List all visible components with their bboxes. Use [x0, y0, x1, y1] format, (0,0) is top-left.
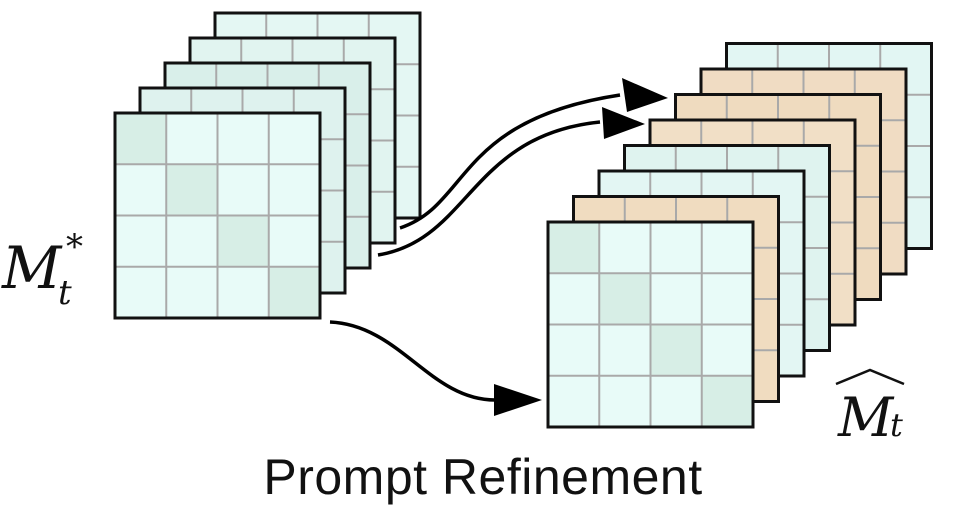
matrix-cell — [701, 324, 753, 376]
matrix-cell — [599, 222, 651, 274]
source-label-sub: t — [58, 273, 72, 313]
target-label-sub: t — [890, 406, 903, 444]
matrix-cell — [217, 215, 269, 267]
matrix-cell — [650, 222, 702, 274]
matrix-cell — [650, 375, 702, 427]
matrix-cell — [268, 215, 320, 267]
target-label-base: M — [837, 386, 895, 449]
arrowhead-layer-1 — [622, 78, 668, 112]
matrix-cell — [115, 215, 167, 267]
source-label-sup: * — [66, 227, 83, 267]
matrix-cell — [115, 113, 167, 165]
source-matrix-layer — [113, 111, 322, 320]
target-label: M t — [835, 368, 905, 449]
matrix-cell — [115, 266, 167, 318]
matrix-cell — [701, 375, 753, 427]
matrix-cell — [217, 266, 269, 318]
matrix-cell — [548, 324, 600, 376]
source-matrix-stack — [113, 11, 422, 320]
matrix-cell — [166, 113, 218, 165]
target-label-hat — [835, 368, 905, 386]
matrix-cell — [650, 273, 702, 325]
matrix-cell — [548, 273, 600, 325]
arrow-to-target-layer-2 — [377, 120, 601, 257]
target-matrix-stack — [546, 42, 933, 429]
arrow-to-target-front — [329, 320, 496, 402]
target-matrix-layer — [546, 220, 755, 429]
arrowhead-front — [494, 384, 542, 416]
matrix-cell — [268, 266, 320, 318]
matrix-cell — [166, 215, 218, 267]
source-label: M t * — [1, 227, 83, 313]
matrix-cell — [115, 164, 167, 216]
matrix-cell — [548, 375, 600, 427]
matrix-cell — [548, 222, 600, 274]
matrix-cell — [166, 164, 218, 216]
diagram-caption: Prompt Refinement — [263, 449, 703, 505]
matrix-cell — [701, 273, 753, 325]
matrix-cell — [599, 375, 651, 427]
matrix-cell — [599, 324, 651, 376]
arrowhead-layer-2 — [602, 107, 645, 139]
matrix-cell — [599, 273, 651, 325]
matrix-cell — [217, 164, 269, 216]
source-label-base: M — [1, 234, 63, 302]
matrix-cell — [268, 164, 320, 216]
refinement-arrows — [329, 78, 668, 416]
matrix-cell — [701, 222, 753, 274]
matrix-cell — [650, 324, 702, 376]
matrix-cell — [217, 113, 269, 165]
matrix-cell — [166, 266, 218, 318]
matrix-cell — [268, 113, 320, 165]
arrow-to-target-layer-1 — [399, 93, 621, 230]
